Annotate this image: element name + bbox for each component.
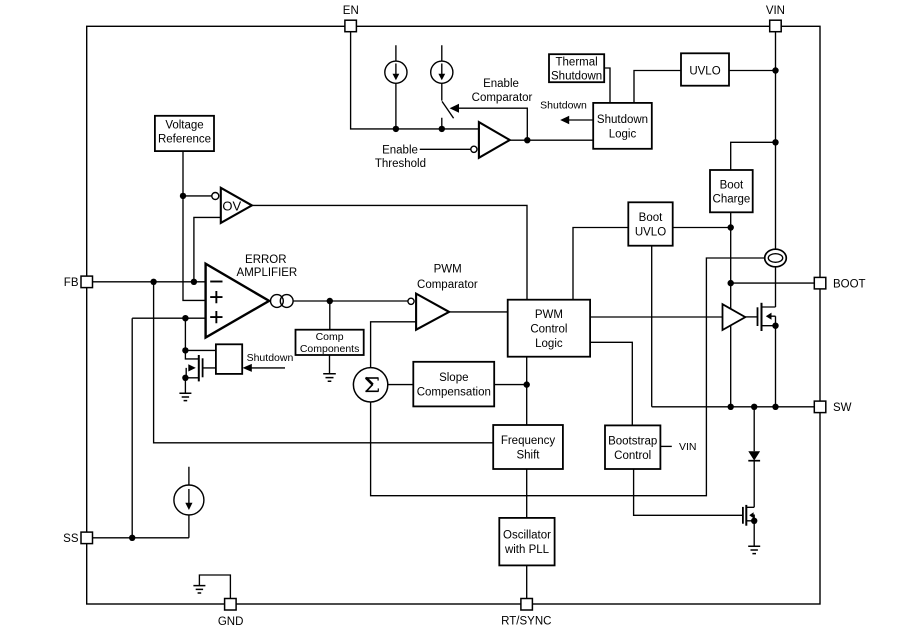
svg-text:Boot: Boot: [639, 212, 663, 224]
svg-text:OV: OV: [222, 198, 241, 213]
svg-text:Logic: Logic: [609, 128, 637, 140]
svg-text:Slope: Slope: [439, 372, 468, 384]
svg-text:Components: Components: [300, 343, 360, 355]
svg-text:Compensation: Compensation: [417, 387, 491, 399]
svg-text:Control: Control: [614, 450, 651, 462]
svg-text:Enable: Enable: [483, 78, 519, 90]
svg-text:Frequency: Frequency: [501, 435, 556, 447]
svg-text:Threshold: Threshold: [375, 158, 426, 170]
svg-text:UVLO: UVLO: [689, 65, 720, 77]
svg-text:Shutdown: Shutdown: [551, 71, 602, 83]
svg-text:AMPLIFIER: AMPLIFIER: [237, 267, 298, 279]
svg-text:Shutdown: Shutdown: [540, 100, 587, 112]
svg-text:Shift: Shift: [516, 450, 540, 462]
svg-text:Bootstrap: Bootstrap: [608, 435, 657, 447]
svg-text:EN: EN: [343, 5, 359, 17]
svg-text:VIN: VIN: [766, 5, 785, 17]
svg-text:RT/SYNC: RT/SYNC: [501, 616, 551, 628]
svg-text:Thermal: Thermal: [556, 56, 598, 68]
svg-text:VIN: VIN: [679, 441, 697, 453]
svg-text:Oscillator: Oscillator: [503, 530, 551, 542]
svg-text:Voltage: Voltage: [165, 119, 203, 131]
svg-text:Boot: Boot: [720, 179, 744, 191]
svg-text:Reference: Reference: [158, 134, 211, 146]
svg-text:with PLL: with PLL: [504, 544, 550, 556]
svg-text:Logic: Logic: [535, 338, 563, 350]
svg-text:Comparator: Comparator: [417, 279, 478, 291]
svg-text:PWM: PWM: [434, 263, 462, 275]
svg-text:Shutdown: Shutdown: [247, 352, 294, 364]
svg-text:Charge: Charge: [713, 194, 751, 206]
svg-text:ERROR: ERROR: [245, 254, 287, 266]
svg-text:SW: SW: [833, 402, 852, 414]
svg-text:Shutdown: Shutdown: [597, 114, 648, 126]
svg-text:SS: SS: [63, 533, 79, 545]
svg-text:BOOT: BOOT: [833, 278, 866, 290]
svg-text:PWM: PWM: [535, 309, 563, 321]
svg-text:Enable: Enable: [382, 144, 418, 156]
svg-text:GND: GND: [218, 616, 244, 628]
svg-text:Comparator: Comparator: [472, 92, 533, 104]
svg-text:Control: Control: [530, 324, 567, 336]
svg-text:UVLO: UVLO: [635, 227, 666, 239]
svg-text:Comp: Comp: [316, 331, 344, 343]
svg-text:FB: FB: [64, 277, 79, 289]
